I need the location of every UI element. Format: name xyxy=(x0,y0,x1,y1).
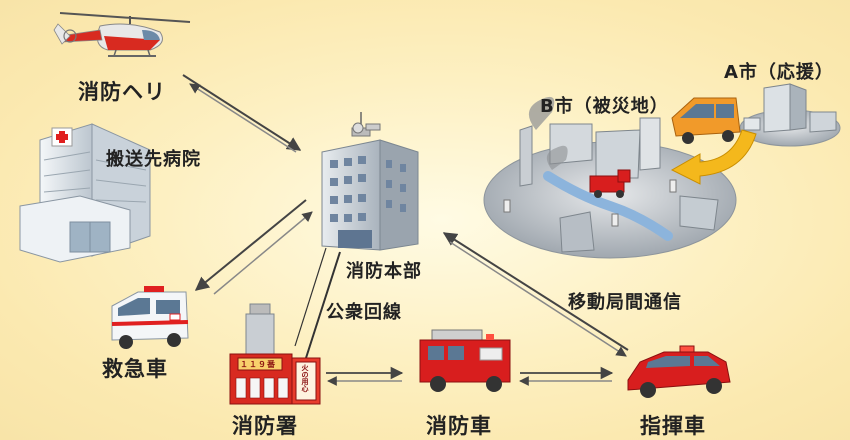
hospital-icon xyxy=(19,123,151,263)
link-hq-ambulance xyxy=(194,199,313,295)
ambulance-icon xyxy=(111,286,189,349)
hq-building-icon xyxy=(321,112,419,251)
command-car-icon xyxy=(627,345,731,398)
fire-truck-small-icon xyxy=(589,169,631,198)
mobile-comm-label: 移動局間通信 xyxy=(568,292,682,313)
support-arrow xyxy=(670,129,757,185)
link-helicopter-hq xyxy=(182,74,302,153)
city-b-label: B市（被災地） xyxy=(540,96,669,117)
support-van-icon xyxy=(671,97,741,144)
city-a-label: A市（応援） xyxy=(724,62,834,83)
link-mobile-comm xyxy=(442,232,629,357)
link-engine-command xyxy=(519,366,614,386)
ambulance-label: 救急車 xyxy=(102,357,168,381)
link-station-engine xyxy=(326,366,404,386)
fire-engine-icon xyxy=(419,329,511,392)
city-a-illustration xyxy=(739,83,841,147)
command-label: 指揮車 xyxy=(640,414,706,438)
fire-station-icon xyxy=(229,303,321,405)
engine-label: 消防車 xyxy=(426,414,492,438)
hq-label: 消防本部 xyxy=(346,261,422,282)
helicopter-label: 消防ヘリ xyxy=(78,80,166,104)
station-sign-text: １１９番 xyxy=(240,360,276,369)
public-line-label: 公衆回線 xyxy=(326,302,402,323)
hospital-label: 搬送先病院 xyxy=(106,149,201,170)
link-public-line xyxy=(294,247,341,359)
station-vertical-sign: 火の用心 xyxy=(301,364,309,392)
helicopter-icon xyxy=(53,12,191,57)
station-label: 消防署 xyxy=(232,414,298,438)
